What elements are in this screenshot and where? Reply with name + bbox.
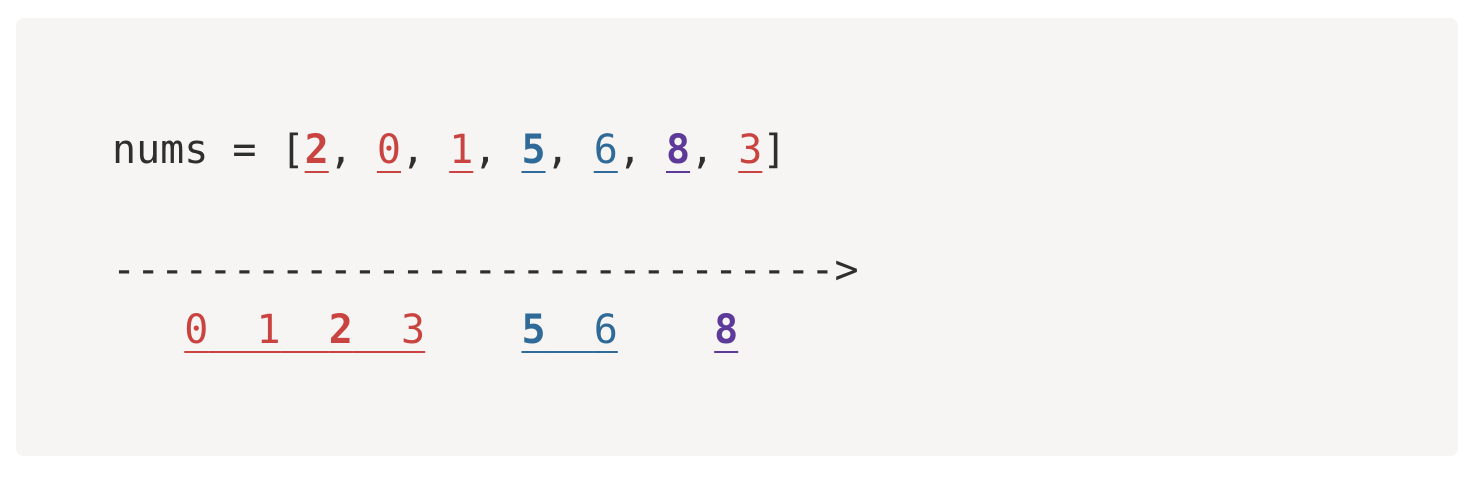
array-separator: , [545, 127, 594, 173]
array-line: nums = [2, 0, 1, 5, 6, 8, 3] [112, 120, 786, 180]
array-separator: , [473, 127, 522, 173]
group-item: 5 [521, 307, 546, 353]
group-red: 0 1 2 3 [184, 307, 425, 353]
array-element: 3 [738, 127, 763, 173]
arrow-line: ------------------------------> [112, 247, 859, 293]
group-item: 8 [714, 307, 739, 353]
array-element: 1 [449, 127, 474, 173]
array-element: 0 [376, 127, 402, 173]
group-purple: 8 [714, 307, 738, 353]
array-element: 2 [304, 127, 329, 173]
array-separator: , [328, 127, 377, 173]
group-item: 2 [328, 307, 353, 353]
array-element: 6 [593, 127, 618, 173]
group-item: 3 [401, 307, 426, 353]
code-block: nums = [2, 0, 1, 5, 6, 8, 3]------------… [16, 18, 1458, 456]
array-element: 8 [665, 127, 691, 173]
array-suffix: ] [762, 127, 787, 173]
group-item: 1 [256, 307, 281, 353]
array-separator: , [617, 127, 666, 173]
array-element: 5 [521, 127, 546, 173]
array-separator: , [401, 127, 450, 173]
group-blue: 5 6 [521, 307, 617, 353]
group-item: 0 [184, 307, 209, 353]
groups-line: 0 1 2 3 5 6 8 [112, 300, 738, 360]
array-separator: , [690, 127, 739, 173]
array-prefix: nums = [ [112, 127, 305, 173]
group-item: 6 [593, 307, 618, 353]
